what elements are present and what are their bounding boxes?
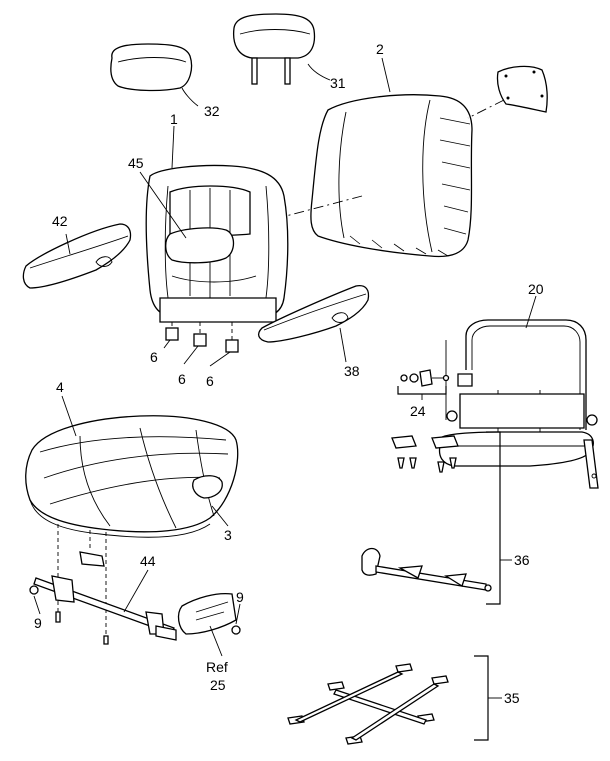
phantom-line-back xyxy=(467,99,505,119)
seat-cushion-4 xyxy=(25,415,239,533)
seat-frame-20 xyxy=(438,319,599,489)
callout-31: 31 xyxy=(330,75,346,91)
phantom-line-mid xyxy=(285,195,363,217)
hardware-24 xyxy=(397,369,450,395)
callout-32: 32 xyxy=(204,103,220,119)
seat-adjuster-44 xyxy=(29,551,241,645)
armrest-42 xyxy=(22,223,132,289)
callout-36: 36 xyxy=(514,552,530,568)
callout-ref: Ref xyxy=(206,659,228,675)
hardware-kit-36 xyxy=(361,431,512,605)
callout-9a: 9 xyxy=(34,615,42,631)
insert-45 xyxy=(165,227,235,264)
callout-38: 38 xyxy=(344,363,360,379)
callout-6c: 6 xyxy=(206,373,214,389)
seatback-foam-1 xyxy=(145,164,289,323)
callout-42: 42 xyxy=(52,213,68,229)
callout-9b: 9 xyxy=(236,589,244,605)
callout-labels: 32 31 2 1 45 42 6 6 6 38 20 24 4 3 44 9 … xyxy=(34,41,544,706)
callout-4: 4 xyxy=(56,379,64,395)
callout-44: 44 xyxy=(140,553,156,569)
headrest-32 xyxy=(110,43,193,92)
callout-6a: 6 xyxy=(150,349,158,365)
springs-35 xyxy=(287,655,502,745)
leader-lines xyxy=(33,57,537,657)
clip-6 xyxy=(165,322,239,353)
callout-3: 3 xyxy=(224,527,232,543)
callout-25: 25 xyxy=(210,677,226,693)
armrest-38 xyxy=(257,284,370,343)
callout-45: 45 xyxy=(128,155,144,171)
seat-cover-3 xyxy=(29,475,223,538)
callout-35: 35 xyxy=(504,690,520,706)
headrest-31 xyxy=(232,13,316,85)
seatback-cushion-2 xyxy=(310,94,473,258)
callout-20: 20 xyxy=(528,281,544,297)
seatback-panel xyxy=(496,65,548,113)
callout-1: 1 xyxy=(170,111,178,127)
callout-2: 2 xyxy=(376,41,384,57)
callout-6b: 6 xyxy=(178,371,186,387)
callout-24: 24 xyxy=(410,403,426,419)
